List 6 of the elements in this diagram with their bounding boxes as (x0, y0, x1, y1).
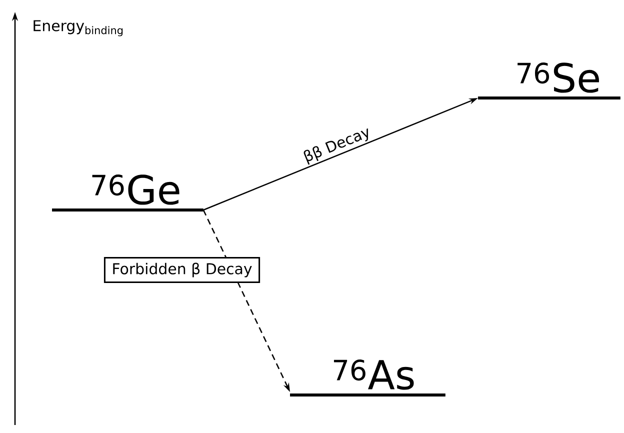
edge-label: ββ Decay (304, 128, 368, 165)
axis-label: Energy$_{binding}$ (34, 20, 123, 36)
energy-level: $^{76}$Se (478, 62, 620, 100)
edge-label: Forbidden β Decay (104, 256, 260, 284)
energy-level: $^{76}$Ge (52, 174, 204, 212)
energy-level: $^{76}$As (290, 360, 446, 396)
